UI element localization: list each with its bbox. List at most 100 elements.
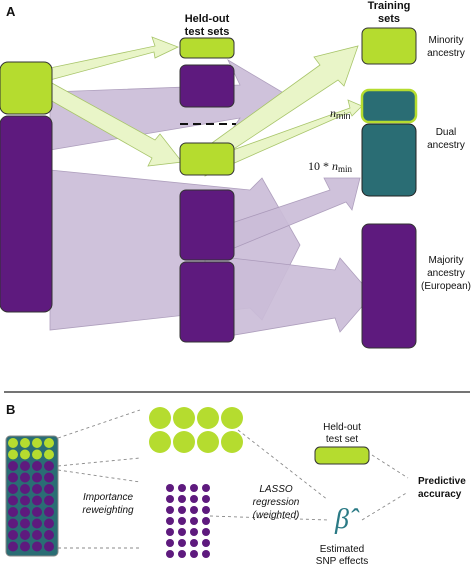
panel-a-label: A	[6, 4, 16, 19]
population-dots	[8, 438, 54, 552]
majority-dot	[190, 550, 198, 558]
population-dot	[32, 495, 42, 506]
n-min-var: n	[330, 106, 336, 120]
population-dot	[8, 507, 18, 517]
population-dot	[32, 484, 42, 494]
majority-dot	[166, 506, 174, 514]
population-dot	[8, 518, 18, 529]
reweighted-minority-dots	[149, 407, 243, 453]
population-dot	[44, 518, 54, 529]
majority-dot	[190, 484, 198, 492]
ancestry-majority-line1: Majority	[428, 255, 463, 266]
population-dot	[44, 438, 54, 448]
majority-dot	[166, 517, 174, 525]
arrow-lime-to-heldout-middle	[49, 81, 183, 167]
majority-dot	[190, 528, 198, 536]
lasso-line2: regression	[253, 497, 300, 508]
arrow-lime-to-heldout-top	[49, 36, 180, 81]
population-dot	[44, 507, 54, 517]
predictive-accuracy-line1: Predictive	[418, 476, 466, 487]
population-dot	[44, 449, 54, 460]
population-dot	[8, 472, 18, 483]
majority-dot	[166, 550, 174, 558]
heldout-minority-top	[179, 37, 235, 59]
minority-dot	[221, 431, 243, 453]
minority-dot	[197, 431, 219, 453]
lasso-line3: (weighted)	[253, 510, 300, 521]
population-dot	[8, 495, 18, 506]
minority-dot	[173, 431, 195, 453]
minority-dot	[221, 407, 243, 429]
heldout-title-line2: test sets	[185, 26, 230, 38]
minority-dot	[197, 407, 219, 429]
majority-dot	[166, 495, 174, 503]
majority-dot	[202, 495, 210, 503]
majority-dot	[202, 539, 210, 547]
training-dual-teal-block	[361, 123, 417, 197]
heldout-majority-top	[179, 64, 235, 108]
training-title-line1: Training	[368, 0, 411, 12]
population-dot	[20, 495, 30, 506]
reweighted-majority-dots	[166, 484, 210, 558]
population-dot	[20, 541, 30, 552]
ten-n-min-var: n	[332, 159, 338, 173]
majority-dot	[190, 539, 198, 547]
majority-dot	[178, 506, 186, 514]
population-dot	[20, 449, 30, 460]
population-dot	[44, 484, 54, 494]
majority-dot	[178, 528, 186, 536]
heldout-test-set-line1: Held-out	[323, 422, 361, 433]
population-dot	[32, 449, 42, 460]
population-dot	[44, 530, 54, 540]
heldout-title-line1: Held-out	[185, 13, 230, 25]
population-dot	[32, 472, 42, 483]
majority-dot	[190, 517, 198, 525]
population-dot	[20, 461, 30, 471]
n-min-sub: min	[336, 111, 351, 121]
majority-dot	[178, 539, 186, 547]
heldout-majority-bottom	[179, 189, 235, 261]
majority-dot	[166, 484, 174, 492]
population-dot	[8, 541, 18, 552]
training-dual-lime-block	[360, 88, 418, 124]
n-min-label: nmin	[330, 106, 351, 121]
population-dot	[8, 530, 18, 540]
majority-dot	[166, 528, 174, 536]
population-dot	[8, 484, 18, 494]
majority-dot	[178, 517, 186, 525]
population-dot	[8, 449, 18, 460]
importance-line2: reweighting	[82, 505, 134, 516]
ten-n-min-sub: min	[338, 164, 353, 174]
minority-dot	[173, 407, 195, 429]
minority-dot	[149, 431, 171, 453]
population-dot	[32, 461, 42, 471]
ancestry-dual-line2: ancestry	[427, 140, 465, 151]
training-majority-block	[361, 223, 417, 349]
population-dot	[20, 438, 30, 448]
source-majority-block	[0, 115, 53, 313]
population-dot	[44, 461, 54, 471]
majority-dot	[178, 484, 186, 492]
ten-n-min-prefix: 10 *	[308, 159, 332, 173]
population-dot	[32, 507, 42, 517]
population-dot	[32, 518, 42, 529]
importance-line1: Importance	[83, 492, 133, 503]
minority-dot	[149, 407, 171, 429]
population-dot	[8, 438, 18, 448]
majority-dot	[202, 506, 210, 514]
majority-dot	[202, 517, 210, 525]
ancestry-minority-line2: ancestry	[427, 48, 465, 59]
beta-hat-symbol: β̂	[334, 504, 360, 535]
population-dot	[44, 541, 54, 552]
population-dot	[44, 495, 54, 506]
estimated-snp-line2: SNP effects	[316, 556, 368, 565]
population-dot	[8, 461, 18, 471]
population-dot	[20, 472, 30, 483]
population-dot	[20, 484, 30, 494]
heldout-test-set-block	[314, 446, 370, 465]
ancestry-majority-line3: (European)	[421, 281, 471, 292]
majority-dot	[190, 495, 198, 503]
population-dot	[32, 438, 42, 448]
ancestry-dual-line1: Dual	[436, 127, 457, 138]
